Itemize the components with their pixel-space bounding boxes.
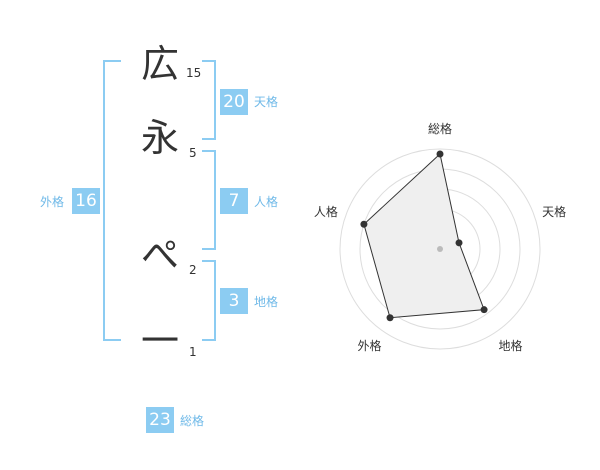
radar-point-5 <box>360 220 368 228</box>
gaikaku-bracket <box>103 60 121 341</box>
radar-axis-label-4: 外格 <box>357 338 381 353</box>
stroke-count-4: 1 <box>189 345 197 359</box>
gaikaku-value: 16 <box>72 188 100 214</box>
chikaku-label: 地格 <box>254 295 279 309</box>
name-char-2: 永 <box>141 116 180 160</box>
radar-axis-label-2: 天格 <box>542 204 566 219</box>
radar-point-2 <box>455 239 463 247</box>
radar-axis-label-1: 総格 <box>428 121 452 136</box>
stroke-count-3: 2 <box>189 263 197 277</box>
radar-axis-label-3: 地格 <box>499 338 523 353</box>
stroke-count-1: 15 <box>186 66 202 80</box>
name-char-1: 広 <box>141 42 180 86</box>
radar-axis-label-5: 人格 <box>314 204 338 219</box>
tenkaku-value: 20 <box>220 89 248 115</box>
chikaku-bracket <box>202 260 216 341</box>
radar-center <box>437 246 443 252</box>
jinkaku-value: 7 <box>220 188 248 214</box>
radar-area <box>363 153 485 319</box>
jinkaku-bracket <box>202 150 216 250</box>
chikaku-value: 3 <box>220 288 248 314</box>
radar-point-3 <box>480 306 488 314</box>
radar-point-1 <box>436 150 444 158</box>
tenkaku-bracket <box>202 60 216 140</box>
radar-point-4 <box>386 314 394 322</box>
soukaku-value: 23 <box>146 407 174 433</box>
tenkaku-label: 天格 <box>254 95 279 109</box>
soukaku-label: 総格 <box>180 414 205 428</box>
radar-ring <box>339 148 541 350</box>
name-char-3: ぺ <box>141 233 180 277</box>
gaikaku-label: 外格 <box>40 195 65 209</box>
name-char-4: 一 <box>141 319 180 363</box>
jinkaku-label: 人格 <box>254 195 279 209</box>
radar-points <box>360 150 488 322</box>
stroke-count-2: 5 <box>189 146 197 160</box>
